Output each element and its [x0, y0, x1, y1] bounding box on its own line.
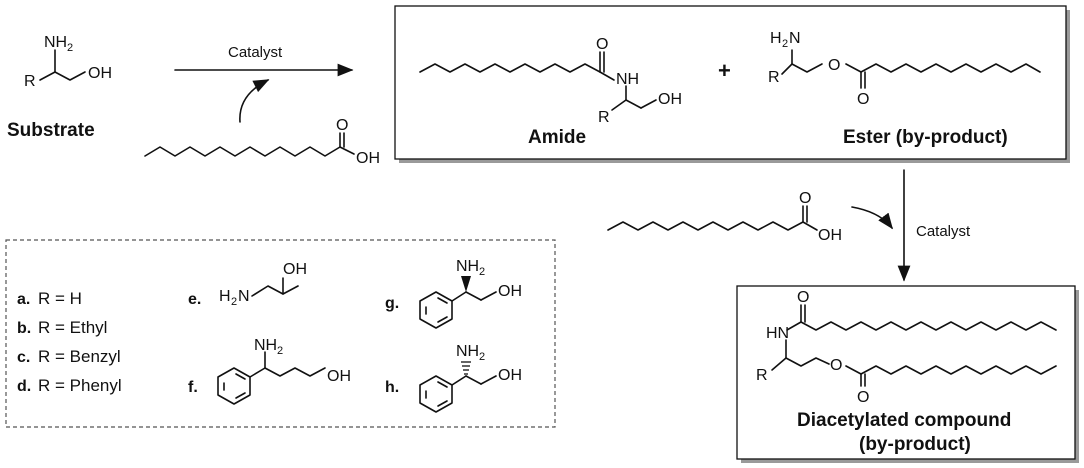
ester-label: Ester (by-product): [843, 127, 1008, 148]
diacyl-hn-label: HN: [766, 325, 789, 342]
substrate-hydroxyl-label: OH: [88, 65, 112, 82]
catalyst-label-1: Catalyst: [228, 44, 283, 61]
diacyl-box: [736, 285, 1076, 460]
structure-h-amine-subscript: 2: [479, 351, 485, 363]
structure-g: g. NH 2 OH: [385, 258, 522, 329]
legend-key-d: d.: [17, 378, 31, 395]
ester-amine-h: H: [770, 30, 782, 47]
r-group-list: a. R = H b. R = Ethyl c. R = Benzyl d. R…: [17, 289, 122, 395]
legend-key-g: g.: [385, 295, 399, 312]
plus-sign: +: [718, 58, 731, 83]
ester-amine-n: N: [789, 30, 801, 47]
diacyl-ester-carbonyl-o: O: [857, 389, 869, 406]
decanoic-acid-structure-2: O OH: [607, 190, 842, 244]
acid-carbonyl-o-2: O: [799, 190, 811, 207]
decanoic-acid-structure-1: O OH: [144, 117, 380, 167]
legend-key-a: a.: [17, 291, 30, 308]
substrate-amine-subscript: 2: [67, 42, 73, 54]
structure-h: h. NH 2 OH: [385, 343, 522, 413]
legend-key-e: e.: [188, 291, 201, 308]
legend-text-c: R = Benzyl: [38, 347, 121, 366]
diacyl-amide-carbonyl-o: O: [797, 289, 809, 306]
structure-h-hydroxyl: OH: [498, 367, 522, 384]
diacyl-structure: O HN R O O: [756, 289, 1057, 406]
amide-nh-label: NH: [616, 71, 639, 88]
structure-g-hydroxyl: OH: [498, 283, 522, 300]
diacyl-label-line1: Diacetylated compound: [797, 410, 1011, 431]
legend-key-f: f.: [188, 379, 198, 396]
structure-e-amine-subscript: 2: [231, 296, 237, 308]
catalyst-label-2: Catalyst: [916, 223, 971, 240]
legend-key-b: b.: [17, 320, 31, 337]
structure-e-amine-h: H: [219, 288, 231, 305]
ester-structure: H 2 N R O O: [768, 30, 1041, 108]
ester-amine-subscript: 2: [782, 38, 788, 50]
substrate-amine-label: NH: [44, 34, 67, 51]
acid-hydroxyl-1: OH: [356, 150, 380, 167]
structure-f: f. NH 2 OH: [188, 337, 351, 405]
acid-hydroxyl-2: OH: [818, 227, 842, 244]
legend-text-b: R = Ethyl: [38, 318, 107, 337]
structure-f-hydroxyl: OH: [327, 368, 351, 385]
curved-arrow-2: [851, 206, 893, 230]
diacyl-label-line2: (by-product): [859, 434, 971, 455]
structure-e-amine-n: N: [238, 288, 250, 305]
ester-carbonyl-o: O: [857, 91, 869, 108]
structure-g-amine-subscript: 2: [479, 266, 485, 278]
diacyl-r-label: R: [756, 367, 768, 384]
curved-arrow-1: [239, 79, 270, 123]
r-group-legend-box: [5, 239, 556, 428]
legend-key-h: h.: [385, 379, 399, 396]
legend-text-a: R = H: [38, 289, 82, 308]
amide-r-label: R: [598, 109, 610, 126]
structure-e: e. H 2 N OH: [188, 261, 307, 308]
amide-hydroxyl-label: OH: [658, 91, 682, 108]
structure-g-wedge-bond: [461, 276, 471, 292]
amide-structure: O NH R OH: [419, 36, 682, 126]
amide-label: Amide: [528, 127, 586, 148]
structure-h-amine: NH: [456, 343, 479, 360]
structure-g-amine: NH: [456, 258, 479, 275]
products-box: [394, 5, 1067, 160]
ester-r-label: R: [768, 69, 780, 86]
legend-text-d: R = Phenyl: [38, 376, 122, 395]
amide-carbonyl-o: O: [596, 36, 608, 53]
structure-f-amine-subscript: 2: [277, 345, 283, 357]
structure-h-hash-bond: [461, 361, 471, 375]
acid-carbonyl-o-1: O: [336, 117, 348, 134]
substrate-label: Substrate: [7, 120, 95, 141]
diacyl-ester-o: O: [830, 357, 842, 374]
substrate-structure: NH 2 R OH: [24, 34, 112, 90]
substrate-r-label: R: [24, 73, 36, 90]
ester-oxygen: O: [828, 57, 840, 74]
structure-f-amine: NH: [254, 337, 277, 354]
structure-e-hydroxyl: OH: [283, 261, 307, 278]
legend-key-c: c.: [17, 349, 30, 366]
